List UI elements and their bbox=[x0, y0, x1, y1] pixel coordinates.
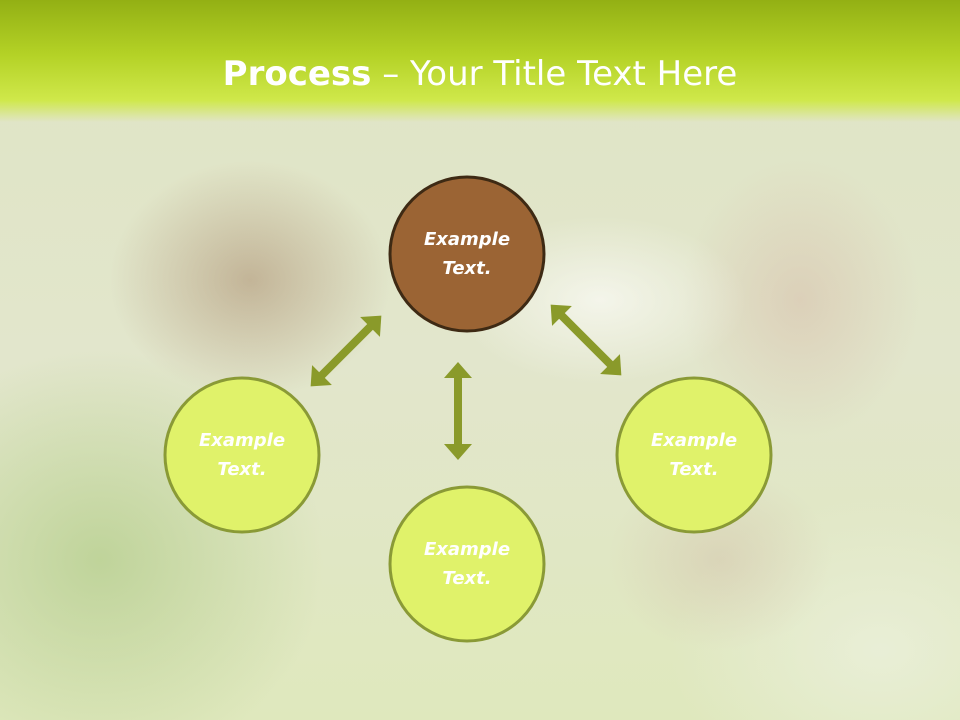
title-dash: – bbox=[371, 54, 411, 94]
arrows bbox=[310, 304, 622, 460]
bottom-circle[interactable] bbox=[388, 485, 546, 643]
center-node-line1: Example bbox=[423, 229, 511, 250]
double-arrow-upper-left bbox=[310, 315, 382, 387]
right-node-text: Example Text. bbox=[617, 426, 771, 484]
center-circle[interactable] bbox=[388, 175, 546, 333]
left-circle[interactable] bbox=[163, 376, 321, 534]
right-node-line2: Text. bbox=[669, 459, 719, 480]
title-rest: Your Title Text Here bbox=[410, 54, 738, 94]
bottom-node-text: Example Text. bbox=[390, 535, 544, 593]
left-node-line1: Example bbox=[198, 430, 286, 451]
double-arrow-upper-right bbox=[550, 304, 622, 376]
center-node-line2: Text. bbox=[442, 258, 492, 279]
center-node-text: Example Text. bbox=[390, 225, 544, 283]
bottom-node-line1: Example bbox=[423, 539, 511, 560]
left-node-text: Example Text. bbox=[165, 426, 319, 484]
slide-title[interactable]: Process – Your Title Text Here bbox=[0, 52, 960, 96]
title-banner bbox=[0, 0, 960, 122]
title-bold: Process bbox=[222, 54, 372, 94]
double-arrow-vertical bbox=[444, 362, 472, 460]
left-node-line2: Text. bbox=[217, 459, 267, 480]
right-node-line1: Example bbox=[650, 430, 738, 451]
bottom-node-line2: Text. bbox=[442, 568, 492, 589]
right-circle[interactable] bbox=[615, 376, 773, 534]
